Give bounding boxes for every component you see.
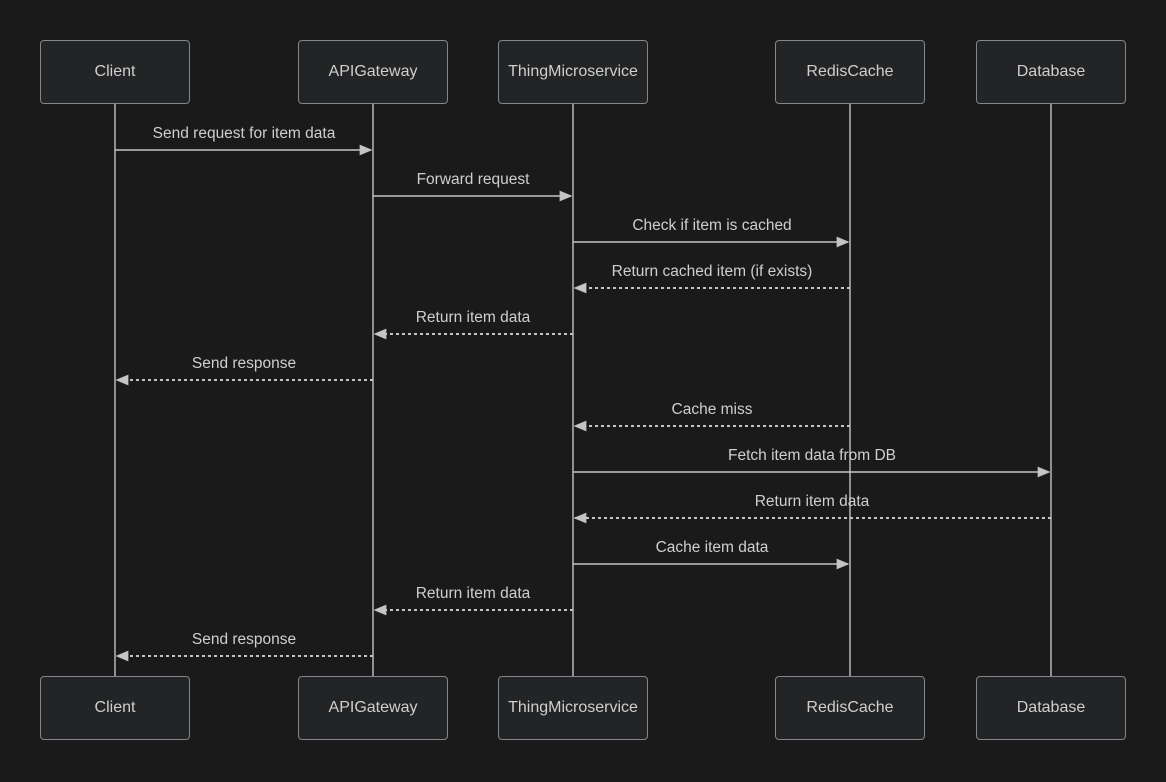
message-label-8: Fetch item data from DB [728,447,896,464]
message-label-3: Check if item is cached [632,217,792,234]
message-label-6: Send response [191,355,297,372]
actor-top-rediscache: RedisCache [775,40,925,104]
message-label-7: Cache miss [671,401,753,418]
message-label-1: Send request for item data [152,125,336,142]
actor-bottom-thingmicroservice: ThingMicroservice [498,676,648,740]
actor-top-database: Database [976,40,1126,104]
message-label-2: Forward request [416,171,530,188]
message-label-10: Cache item data [655,539,769,556]
actor-label: Database [1016,63,1086,80]
actor-label: ThingMicroservice [508,699,638,716]
actor-bottom-apigateway: APIGateway [298,676,448,740]
actor-top-apigateway: APIGateway [298,40,448,104]
actor-bottom-client: Client [40,676,190,740]
message-label-12: Send response [191,631,297,648]
actor-label: RedisCache [806,63,894,80]
actor-bottom-database: Database [976,676,1126,740]
actor-label: APIGateway [328,63,418,80]
actor-top-thingmicroservice: ThingMicroservice [498,40,648,104]
actor-bottom-rediscache: RedisCache [775,676,925,740]
actor-top-client: Client [40,40,190,104]
actor-label: Client [94,63,136,80]
message-label-4: Return cached item (if exists) [611,263,813,280]
actor-label: ThingMicroservice [508,63,638,80]
actor-label: Client [94,699,136,716]
message-label-5: Return item data [415,309,531,326]
actor-label: APIGateway [328,699,418,716]
message-label-9: Return item data [754,493,870,510]
actor-label: RedisCache [806,699,894,716]
actor-label: Database [1016,699,1086,716]
message-label-11: Return item data [415,585,531,602]
